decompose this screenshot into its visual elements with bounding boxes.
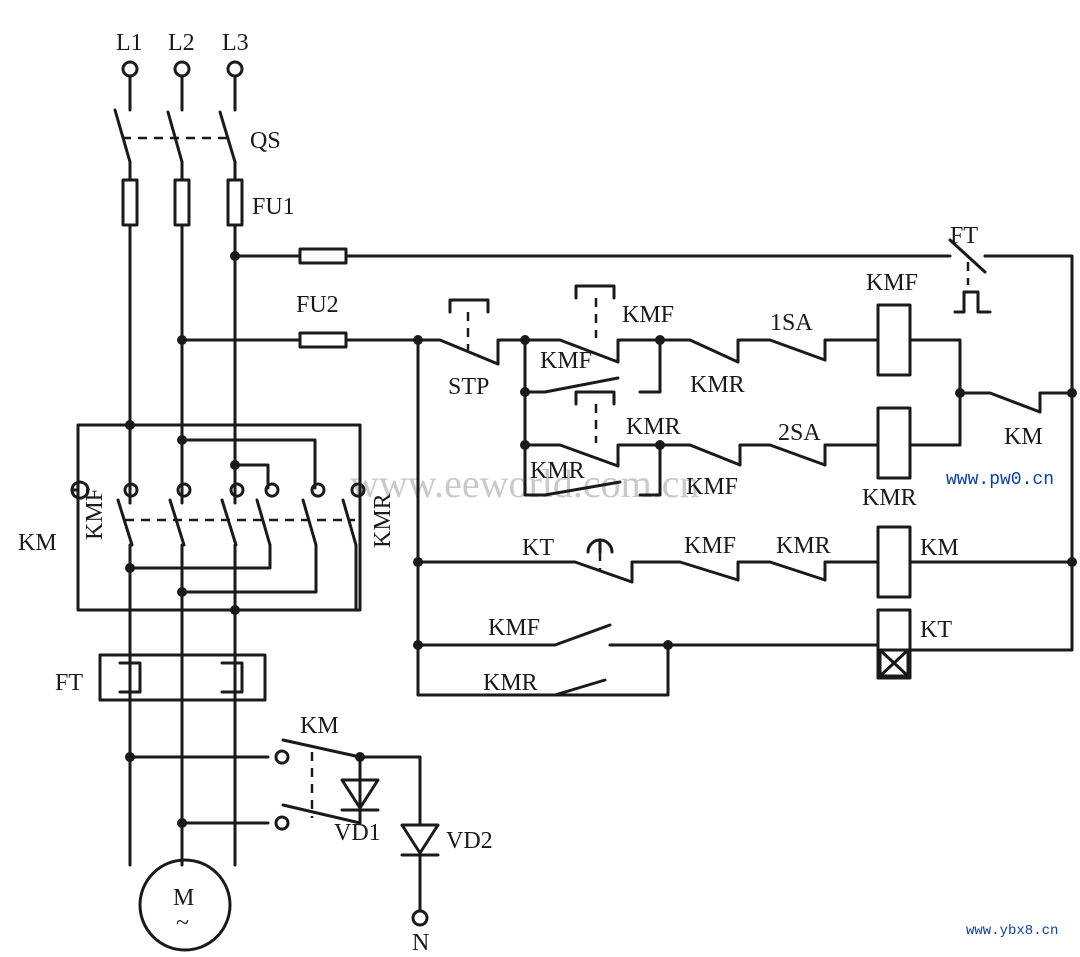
qs-isolator-switch (113, 108, 237, 182)
label-km-brake: KM (300, 713, 339, 739)
km-coil-branch (416, 525, 1074, 599)
label-qs: QS (250, 128, 281, 154)
watermark-bottom: www.ybx8.cn (966, 923, 1058, 939)
label-km-side: KM (1004, 424, 1043, 450)
label-kmr-interlock: KMR (690, 372, 745, 398)
stp-stop-button (416, 298, 527, 366)
label-kmr-main: KMR (370, 493, 396, 548)
label-motor-ac: ~ (176, 910, 189, 936)
label-kmr-hold: KMR (530, 458, 585, 484)
dc-brake-circuit (128, 738, 440, 927)
label-stp: STP (448, 374, 489, 400)
motor-symbol (138, 858, 232, 952)
phase-lines-lower (128, 698, 237, 867)
label-km-coil: KM (920, 535, 959, 561)
label-km-main: KM (18, 530, 57, 556)
label-l3: L3 (222, 30, 249, 56)
label-kmf-hold: KMF (540, 348, 592, 374)
label-sa1: 1SA (770, 310, 813, 336)
fu1-fuses (121, 178, 244, 227)
label-kmr-coil: KMR (862, 485, 917, 511)
label-kt-coil: KT (920, 617, 952, 643)
label-motor: M (173, 885, 194, 911)
label-kmr-nc: KMR (776, 533, 831, 559)
label-vd1: VD1 (334, 820, 381, 846)
control-supply-rail (233, 238, 1074, 652)
phase-lines-upper (128, 223, 237, 505)
main-contacts (70, 480, 366, 702)
label-kt-contact: KT (522, 535, 554, 561)
label-kmf-no: KMF (488, 615, 540, 641)
label-fu1: FU1 (252, 194, 295, 220)
reverse-start-branch (523, 390, 912, 497)
reversing-crossover-wires (180, 438, 317, 490)
label-kmf-nc: KMF (684, 533, 736, 559)
label-l1: L1 (116, 30, 143, 56)
label-kmr-btn: KMR (626, 414, 681, 440)
label-kmf-btn: KMF (622, 302, 674, 328)
watermark-right: www.pw0.cn (946, 470, 1054, 490)
label-kmf-coil: KMF (866, 270, 918, 296)
label-kmf-interlock: KMF (686, 474, 738, 500)
contactor-enclosure (76, 423, 362, 612)
label-kmr-no: KMR (483, 670, 538, 696)
km-side-contact (958, 391, 1074, 414)
label-kmf-main: KMF (82, 488, 108, 540)
fu2-control-fuse (180, 331, 420, 349)
label-ft-main: FT (55, 670, 83, 696)
supply-terminals (121, 60, 244, 112)
kt-coil-branch (416, 608, 912, 697)
label-neutral: N (412, 930, 429, 956)
label-l2: L2 (168, 30, 195, 56)
label-sa2: 2SA (778, 420, 821, 446)
label-ft-contact: FT (950, 223, 978, 249)
label-fu2: FU2 (296, 292, 339, 318)
label-vd2: VD2 (446, 828, 493, 854)
